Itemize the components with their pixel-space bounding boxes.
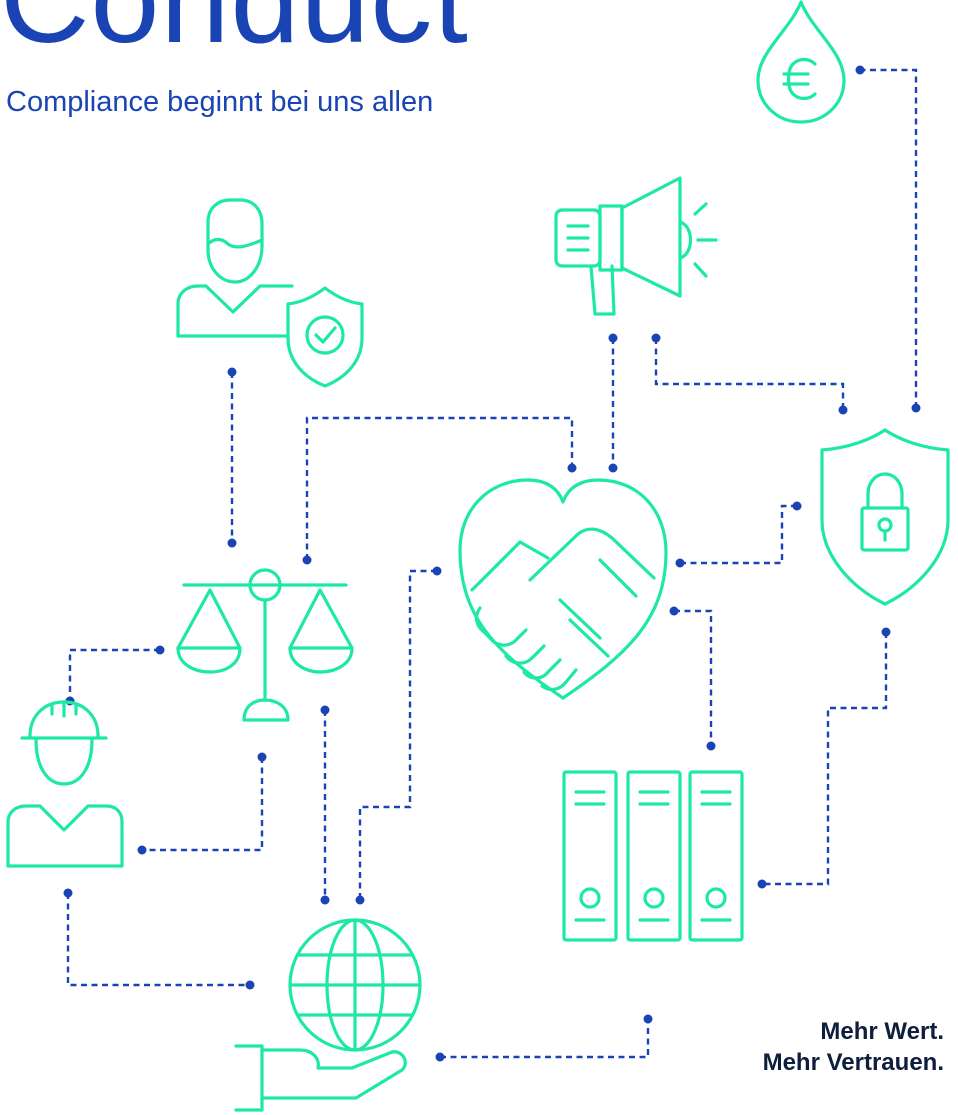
tagline-line-1: Mehr Wert. [820,1018,944,1045]
megaphone-icon [554,176,718,316]
binders-icon [562,770,744,942]
page-subtitle: Compliance beginnt bei uns allen [6,86,434,118]
globe-hand-icon [234,918,422,1112]
euro-drop-icon [756,0,846,124]
page-title: Conduct [0,0,469,69]
tagline: Mehr Wert. Mehr Vertrauen. [763,1016,944,1078]
person-shield-icon [176,198,364,388]
connector-lines [66,68,918,1059]
connector-dots [63,65,921,1062]
handshake-heart-icon [458,478,668,700]
shield-lock-icon [820,428,950,606]
tagline-line-2: Mehr Vertrauen. [762,1049,944,1077]
scales-icon [176,568,354,722]
worker-helmet-icon [6,700,124,868]
